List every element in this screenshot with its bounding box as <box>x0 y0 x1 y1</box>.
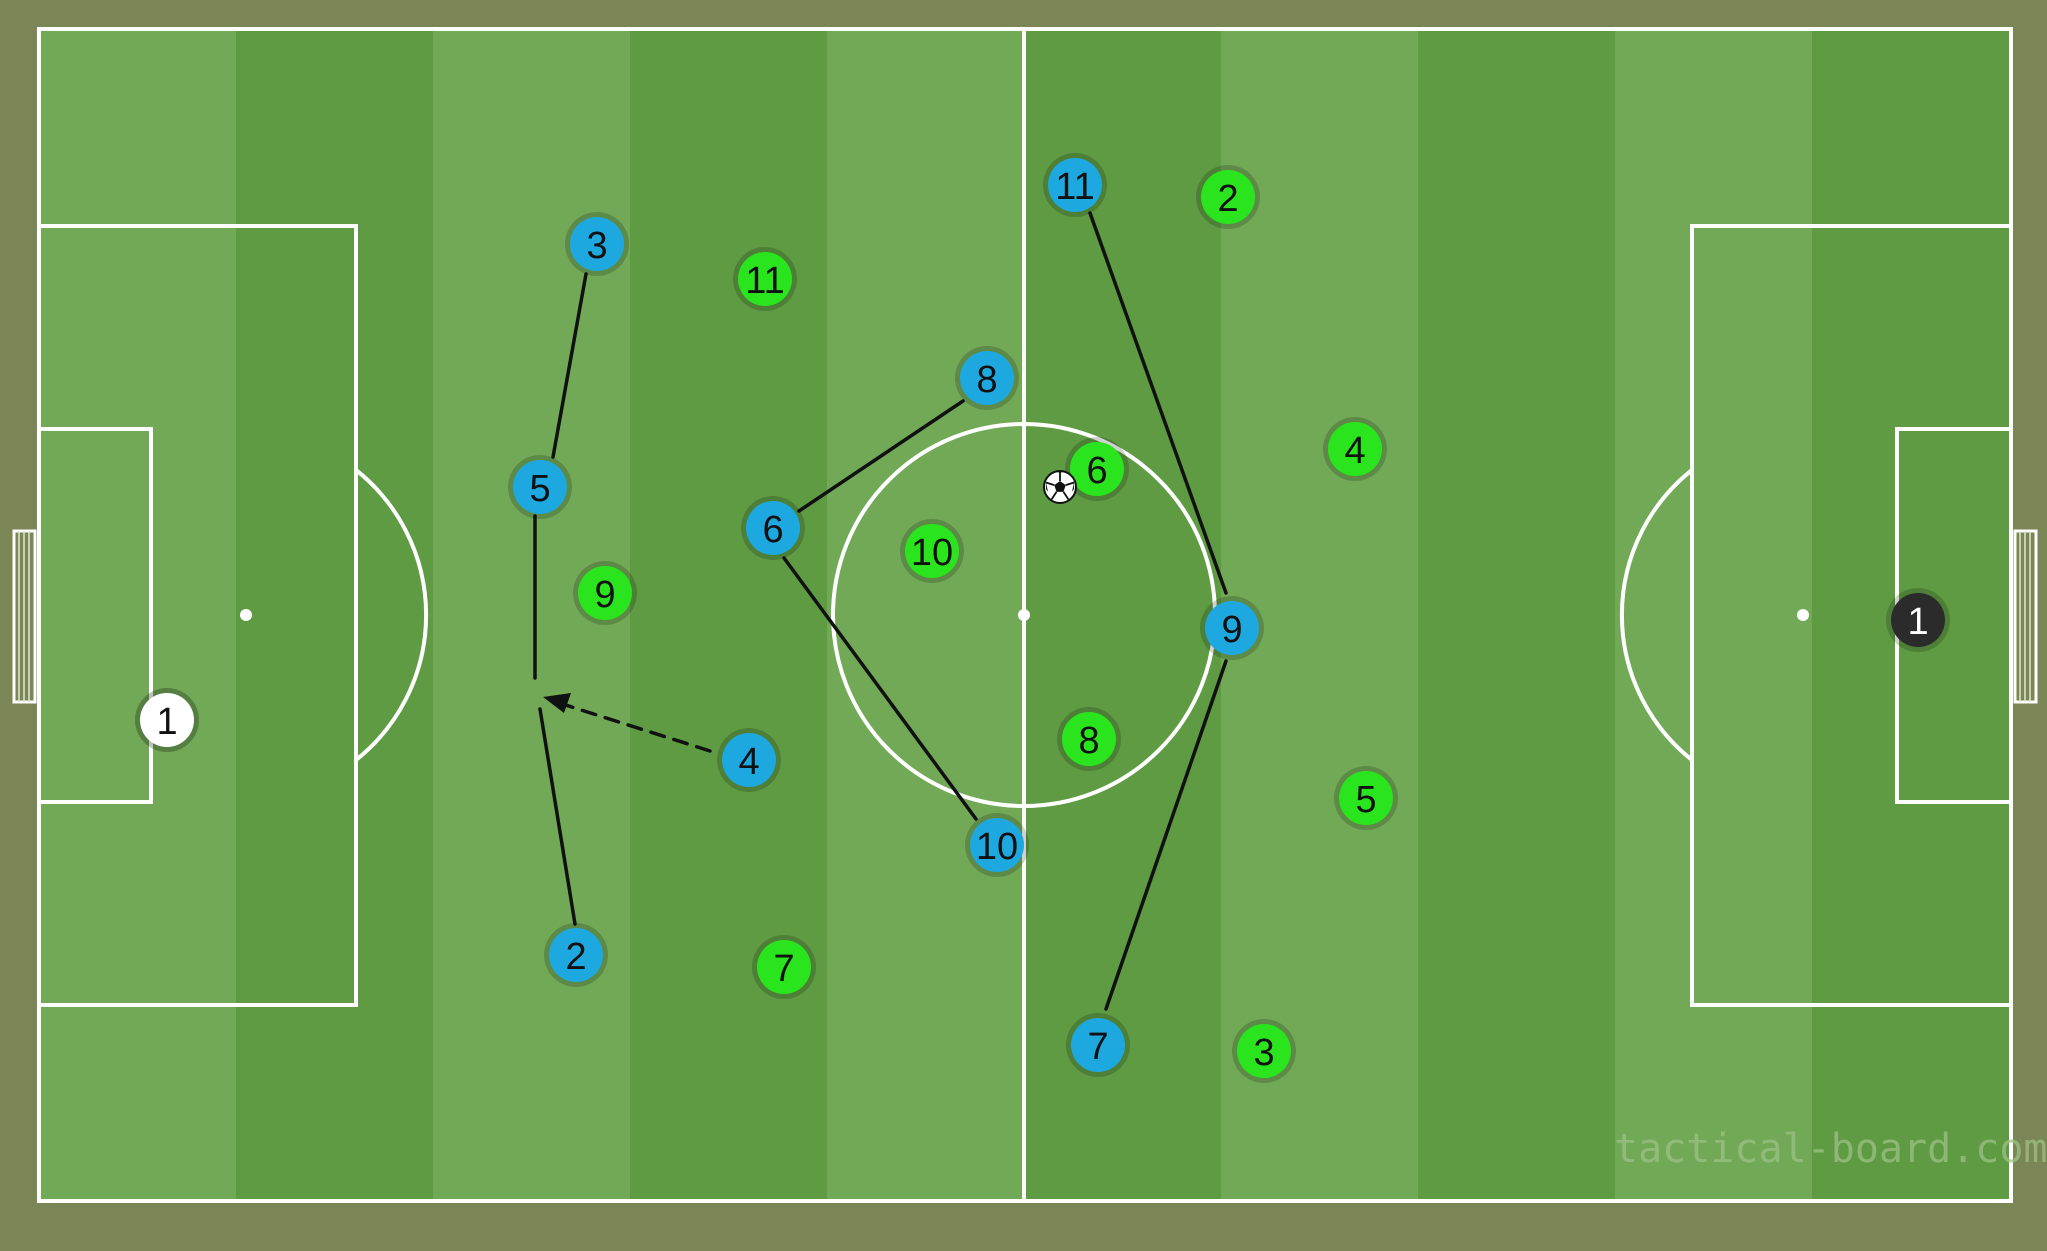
away-player-1-goalkeeper[interactable]: 1 <box>1886 588 1950 652</box>
player-token <box>570 217 624 271</box>
player-number: 11 <box>745 260 784 302</box>
player-token <box>1339 771 1393 825</box>
away-player-7[interactable]: 7 <box>752 935 816 999</box>
player-token <box>1048 158 1102 212</box>
home-player-3[interactable]: 3 <box>565 212 629 276</box>
player-number: 9 <box>594 574 615 616</box>
away-player-9[interactable]: 9 <box>573 561 637 625</box>
player-number: 8 <box>976 359 997 401</box>
soccer-ball-icon[interactable] <box>1043 470 1077 504</box>
player-number: 10 <box>911 532 953 574</box>
goal-nets <box>18 531 2031 702</box>
player-number: 5 <box>1355 779 1376 821</box>
link-home-9-home-7 <box>1104 659 1228 1011</box>
formation-lines <box>533 211 1228 1011</box>
right-penalty-arc <box>1619 468 1694 762</box>
away-player-6[interactable]: 6 <box>1065 437 1129 501</box>
player-token <box>1071 1018 1125 1072</box>
away-player-8[interactable]: 8 <box>1057 707 1121 771</box>
away-player-11[interactable]: 11 <box>733 247 797 311</box>
home-player-1-goalkeeper[interactable]: 1 <box>135 688 199 752</box>
player-token <box>722 733 776 787</box>
away-player-5[interactable]: 5 <box>1334 766 1398 830</box>
player-number: 7 <box>1087 1026 1108 1068</box>
watermark-text: tactical-board.com <box>1614 1126 2047 1172</box>
left-penalty-arc <box>354 468 429 762</box>
player-token <box>905 524 959 578</box>
player-number: 9 <box>1221 609 1242 651</box>
away-player-10[interactable]: 10 <box>900 519 964 583</box>
player-number: 1 <box>1907 601 1928 643</box>
away-player-2[interactable]: 2 <box>1196 165 1260 229</box>
player-number: 7 <box>773 948 794 990</box>
player-token <box>1205 601 1259 655</box>
link-home-6-home-10 <box>782 556 978 821</box>
link-home-8-home-6 <box>797 399 965 513</box>
player-token <box>960 351 1014 405</box>
player-token <box>738 252 792 306</box>
player-number: 3 <box>1253 1032 1274 1074</box>
link-home-2-defense <box>538 707 577 926</box>
home-player-4[interactable]: 4 <box>717 728 781 792</box>
player-number: 11 <box>1055 166 1094 208</box>
home-player-7[interactable]: 7 <box>1066 1013 1130 1077</box>
right-penalty-spot <box>1797 609 1809 621</box>
run-arrowhead-icon <box>543 693 571 713</box>
player-token <box>746 501 800 555</box>
home-player-2[interactable]: 2 <box>544 923 608 987</box>
home-player-10[interactable]: 10 <box>965 813 1029 877</box>
player-number: 6 <box>1086 450 1107 492</box>
player-number: 4 <box>1344 430 1365 472</box>
player-token <box>140 693 194 747</box>
left-goal-area <box>37 427 153 804</box>
player-number: 10 <box>976 826 1018 868</box>
away-player-3[interactable]: 3 <box>1232 1019 1296 1083</box>
home-player-11[interactable]: 11 <box>1043 153 1107 217</box>
player-token <box>578 566 632 620</box>
link-home-11-home-9 <box>1088 211 1228 595</box>
home-player-6[interactable]: 6 <box>741 496 805 560</box>
player-token <box>1237 1024 1291 1078</box>
left-penalty-spot <box>240 609 252 621</box>
away-player-4[interactable]: 4 <box>1323 417 1387 481</box>
player-number: 1 <box>156 701 177 743</box>
player-number: 4 <box>738 741 759 783</box>
player-number: 2 <box>1217 178 1238 220</box>
player-token <box>549 928 603 982</box>
pitch-spots <box>240 609 1809 621</box>
player-number: 2 <box>565 936 586 978</box>
run-arrow-home-4 <box>554 700 712 753</box>
player-number: 3 <box>586 225 607 267</box>
player-number: 6 <box>762 509 783 551</box>
player-number: 8 <box>1078 720 1099 762</box>
player-token <box>1070 442 1124 496</box>
player-token <box>1201 170 1255 224</box>
player-token <box>1328 422 1382 476</box>
link-home-3-home-5 <box>551 272 588 459</box>
home-player-5[interactable]: 5 <box>508 455 572 519</box>
player-token <box>513 460 567 514</box>
player-token <box>757 940 811 994</box>
player-token <box>970 818 1024 872</box>
player-token <box>1891 593 1945 647</box>
home-player-9[interactable]: 9 <box>1200 596 1264 660</box>
center-spot <box>1018 609 1030 621</box>
player-number: 5 <box>529 468 550 510</box>
player-token <box>1062 712 1116 766</box>
home-player-8[interactable]: 8 <box>955 346 1019 410</box>
